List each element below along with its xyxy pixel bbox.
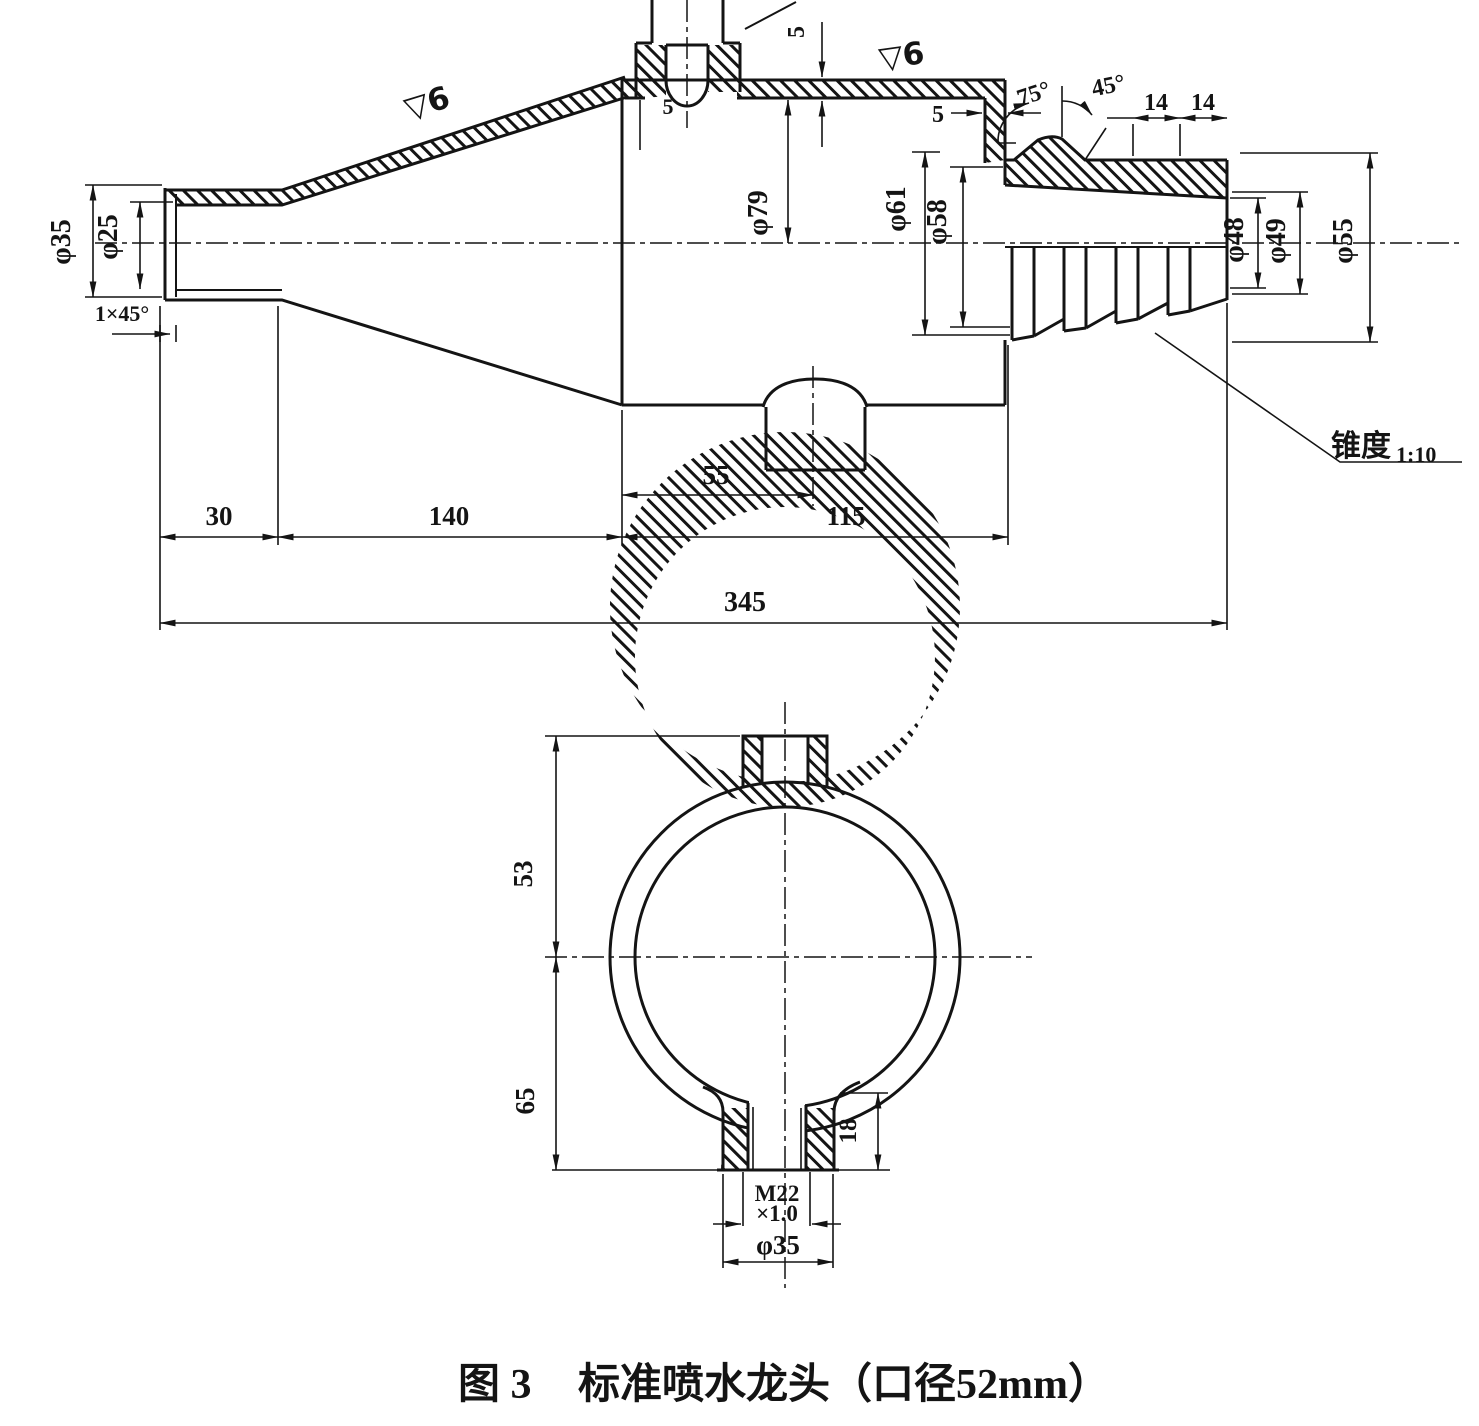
dim-phi55-label: φ55 bbox=[1328, 218, 1359, 263]
figure-number: 图 3 bbox=[458, 1362, 532, 1408]
dim-phi35-bottom-label: φ35 bbox=[756, 1230, 800, 1260]
dim-5-boss-label: 5 bbox=[663, 94, 674, 119]
cross-section-dimensions bbox=[545, 735, 888, 1268]
dim-5-top-label: 5 bbox=[784, 26, 810, 38]
thread-pitch-label: ×1.0 bbox=[756, 1201, 798, 1226]
dim-14b-label: 14 bbox=[1191, 90, 1215, 116]
section-centerlines bbox=[545, 702, 1032, 1288]
surface-finish-cone-label: ▽6 bbox=[400, 80, 454, 128]
dim-phi25-label: φ25 bbox=[93, 214, 124, 259]
thread-size-label: M22 bbox=[755, 1181, 800, 1206]
dim-phi48-label: φ48 bbox=[1219, 217, 1250, 262]
angle-45-label: 45° bbox=[1089, 70, 1127, 102]
dim-phi35-label: φ35 bbox=[46, 219, 77, 264]
side-view-dimensions bbox=[85, 22, 1462, 630]
top-plug-boss bbox=[634, 0, 797, 150]
dim-65-label: 65 bbox=[510, 1088, 540, 1115]
dim-phi61-label: φ61 bbox=[881, 186, 912, 231]
threaded-neck-section bbox=[552, 1080, 890, 1172]
dim-phi49-label: φ49 bbox=[1261, 218, 1292, 263]
ring-section-hatching bbox=[609, 431, 960, 807]
hose-barb-ribs bbox=[1010, 247, 1228, 342]
nozzle-tip-outline bbox=[163, 75, 628, 407]
dim-53-label: 53 bbox=[508, 861, 538, 888]
figure-title: 标准喷水龙头（口径52mm） bbox=[578, 1361, 1110, 1408]
taper-label: 锥度 bbox=[1331, 430, 1391, 463]
hose-nipple-outline bbox=[1003, 135, 1229, 342]
taper-value: 1:10 bbox=[1396, 442, 1436, 467]
top-boss-section bbox=[741, 734, 829, 788]
dim-phi58-label: φ58 bbox=[922, 199, 953, 244]
dim-30-label: 30 bbox=[206, 501, 233, 531]
dim-5-step-label: 5 bbox=[932, 102, 944, 128]
dim-18-label: 18 bbox=[835, 1119, 862, 1144]
cross-section-view: 53 65 18 M22 ×1.0 φ35 bbox=[508, 431, 1032, 1288]
figure-caption: 图 3 标准喷水龙头（口径52mm） bbox=[458, 1361, 1110, 1408]
bore-opening-mask bbox=[749, 1086, 805, 1179]
taper-leader bbox=[1154, 332, 1462, 463]
angle-75-label: 75° bbox=[1014, 77, 1054, 112]
dim-345-label: 345 bbox=[724, 587, 766, 618]
dim-140-label: 140 bbox=[429, 501, 470, 531]
chamfer-label: 1×45° bbox=[95, 301, 149, 326]
dim-phi79-label: φ79 bbox=[743, 190, 774, 235]
side-view: ▽6 ▽6 5 5 φ79 5 75° 45° 14 14 φ61 φ58 φ4… bbox=[46, 0, 1462, 630]
dim-14a-label: 14 bbox=[1144, 90, 1168, 116]
section-hatching bbox=[165, 45, 1227, 205]
surface-finish-body-label: ▽6 bbox=[877, 35, 927, 77]
